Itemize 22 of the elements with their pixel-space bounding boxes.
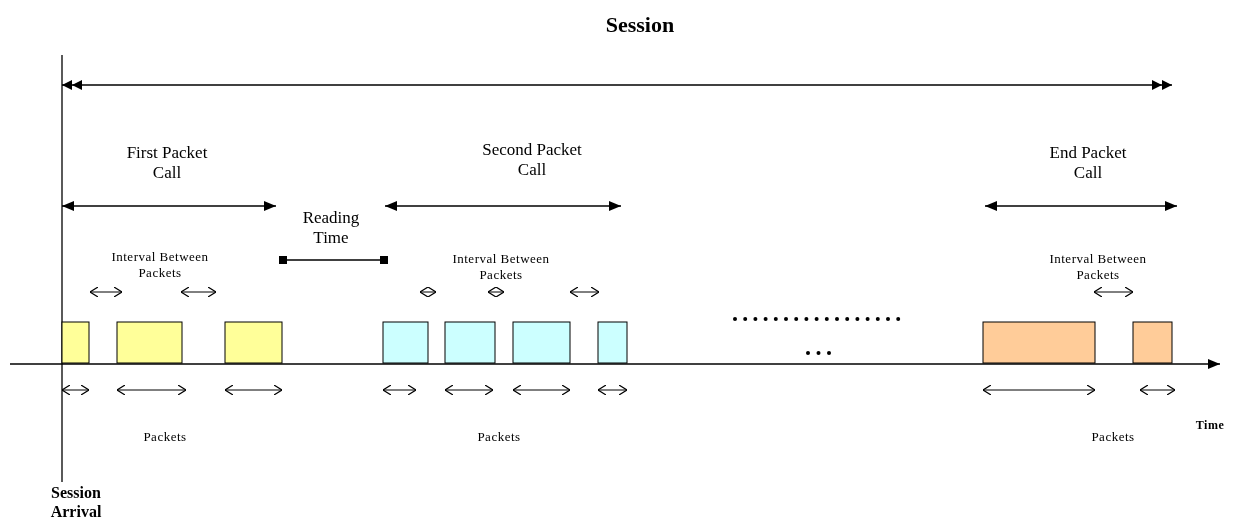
event-label: Session Arrival [49,483,103,522]
packets-label: Packets [1090,429,1136,445]
interval-label: Interval Between Packets [1048,251,1148,283]
packet-bar [444,321,496,364]
packet-bar [1132,321,1173,364]
period-label: End Packet Call [1048,143,1128,184]
packets-label: Packets [476,429,522,445]
packet-bar [61,321,90,364]
interval-label: Interval Between Packets [451,251,551,283]
period-label: Second Packet Call [481,140,583,181]
span-label: Session [604,12,676,39]
period-label: Reading Time [301,208,361,249]
packet-bar [382,321,429,364]
axis-label: Time [1194,418,1226,433]
packet-bar [597,321,628,364]
packets-label: Packets [142,429,188,445]
period-label: First Packet Call [125,143,209,184]
packet-bar [224,321,283,364]
packet-bar [116,321,183,364]
packet-bar [512,321,571,364]
interval-label: Interval Between Packets [110,249,210,281]
packet-bar [982,321,1096,364]
